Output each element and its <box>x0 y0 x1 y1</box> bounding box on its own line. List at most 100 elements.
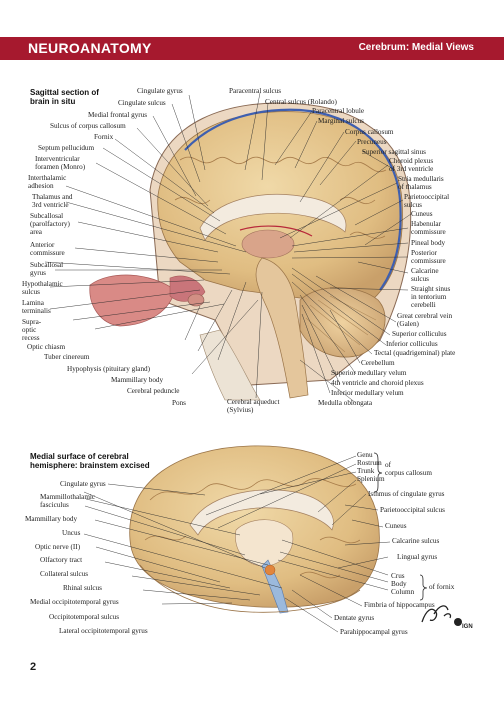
label-inferior-medullary-velum: Inferior medullary velum <box>331 389 404 397</box>
label-medulla-oblongata: Medulla oblongata <box>318 399 373 407</box>
label-thalamus-and: Thalamus and <box>32 193 73 201</box>
label-calcarine-sulcus: sulcus <box>411 275 429 283</box>
label-area: area <box>30 228 42 236</box>
label-precuneus: Precuneus <box>357 138 387 146</box>
label-optic-chiasm: Optic chiasm <box>27 343 66 351</box>
netter-signature-logo: IGN <box>421 605 473 630</box>
label-anterior: Anterior <box>30 241 55 249</box>
figure1-leader-lines-right <box>244 92 412 404</box>
label-4th-ventricle: 4th ventricle and choroid plexus <box>331 379 424 387</box>
figure1-title-line1: Sagittal section of <box>30 88 99 97</box>
label-supra: Supra- <box>22 318 42 326</box>
label-parietooccipital: Parietooccipital <box>404 193 450 201</box>
figure2-title: Medial surface of cerebral hemisphere: b… <box>30 452 150 470</box>
label-optic: optic <box>22 326 37 334</box>
figure2-title-line2: hemisphere: brainstem excised <box>30 461 150 470</box>
label-straight-sinus: Straight sinus <box>411 285 451 293</box>
label-medial-occipitotemporal-gyrus: Medial occipitotemporal gyrus <box>30 598 119 606</box>
label-medial-frontal-gyrus: Medial frontal gyrus <box>88 111 148 119</box>
label-cuneus-2: Cuneus <box>385 522 407 530</box>
label-interventricular: Interventricular <box>35 155 80 163</box>
label-central-sulcus: Central sulcus (Rolando) <box>265 98 337 106</box>
label-commissure: commissure <box>30 249 65 257</box>
label-posterior-commissure: commissure <box>411 257 446 265</box>
label-optic-nerve: Optic nerve (II) <box>35 543 81 551</box>
label-trunk: Trunk <box>357 467 375 475</box>
label-olfactory-tract: Olfactory tract <box>40 556 83 564</box>
label-adhesion: adhesion <box>28 182 54 190</box>
label-corpus-callosum: Corpus callosum <box>345 128 394 136</box>
label-marginal-sulcus: Marginal sulcus <box>318 117 364 125</box>
label-tuber-cinereum: Tuber cinereum <box>44 353 90 361</box>
label-foramen-monro: foramen (Monro) <box>35 163 86 171</box>
label-of-thalamus: of thalamus <box>398 183 432 191</box>
label-great-cerebral-vein: Great cerebral vein <box>397 312 453 320</box>
label-in-tentorium: in tentorium <box>411 293 447 301</box>
label-superior-colliculus: Superior colliculus <box>392 330 447 338</box>
label-body: Body <box>391 580 407 588</box>
label-of-fornix: of fornix <box>429 583 455 591</box>
label-fimbria: Fimbria of hippocampus <box>364 601 435 609</box>
label-corpus-callosum-group: corpus callosum <box>385 469 432 477</box>
page-number: 2 <box>30 661 37 673</box>
label-recess: recess <box>22 334 40 342</box>
label-lateral-occipitotemporal-gyrus: Lateral occipitotemporal gyrus <box>59 627 148 635</box>
label-cerebral-peduncle: Cerebral peduncle <box>127 387 180 395</box>
label-of: of <box>385 461 391 469</box>
label-septum-pellucidum: Septum pellucidum <box>38 144 95 152</box>
label-superior-sagittal-sinus: Superior sagittal sinus <box>362 148 426 156</box>
label-mammillary-body-2: Mammillary body <box>25 515 78 523</box>
label-parietooccipital-sulcus-2: Parietooccipital sulcus <box>380 506 445 514</box>
label-occipitotemporal-sulcus: Occipitotemporal sulcus <box>49 613 120 621</box>
label-posterior: Posterior <box>411 249 437 257</box>
header-bar: NEUROANATOMY Cerebrum: Medial Views <box>0 37 504 60</box>
label-calcarine: Calcarine <box>411 267 439 275</box>
label-fornix: Fornix <box>94 133 114 141</box>
label-fasciculus: fasciculus <box>40 501 69 509</box>
label-galen: (Galen) <box>397 320 419 328</box>
label-superior-medullary-velum: Superior medullary velum <box>331 369 407 377</box>
label-parahippocampal-gyrus: Parahippocampal gyrus <box>340 628 408 636</box>
label-cerebellum: Cerebellum <box>361 359 395 367</box>
label-column: Column <box>391 588 415 596</box>
label-tectal-plate: Tectal (quadrigeminal) plate <box>374 349 456 357</box>
label-parolfactory: (parolfactory) <box>30 220 70 228</box>
label-cingulate-gyrus-2: Cingulate gyrus <box>60 480 106 488</box>
fornix-brace <box>419 574 428 601</box>
label-lamina: Lamina <box>22 299 44 307</box>
label-splenium: Splenium <box>357 475 385 483</box>
label-rhinal-sulcus: Rhinal sulcus <box>63 584 102 592</box>
chapter-title: NEUROANATOMY <box>28 40 152 56</box>
corpus-callosum-brace <box>373 452 383 493</box>
label-collateral-sulcus: Collateral sulcus <box>40 570 89 578</box>
label-cuneus: Cuneus <box>411 210 433 218</box>
label-stria-medullaris: Stria medullaris <box>398 175 444 183</box>
label-inferior-colliculus: Inferior colliculus <box>386 340 438 348</box>
figure2-leader-lines <box>83 455 391 633</box>
label-sylvius: (Sylvius) <box>227 406 254 414</box>
label-hypothalamic: Hypothalamic <box>22 280 63 288</box>
label-3rd-ventricle: 3rd ventricle <box>32 201 69 209</box>
label-lingual-gyrus: Lingual gyrus <box>397 553 438 561</box>
label-habenular: Habenular <box>411 220 441 228</box>
label-pineal-body: Pineal body <box>411 239 446 247</box>
label-terminalis: terminalis <box>22 307 51 315</box>
label-sulcus: sulcus <box>22 288 40 296</box>
label-hypophysis: Hypophysis (pituitary gland) <box>67 365 151 373</box>
label-gyrus: gyrus <box>30 269 46 277</box>
label-cerebral-aqueduct: Cerebral aqueduct <box>227 398 280 406</box>
label-mammillary-body: Mammillary body <box>111 376 164 384</box>
label-cerebelli: cerebelli <box>411 301 436 309</box>
label-pons: Pons <box>172 399 186 407</box>
medial-surface-illustration <box>129 445 380 614</box>
label-crus: Crus <box>391 572 405 580</box>
label-cingulate-sulcus: Cingulate sulcus <box>118 99 166 107</box>
label-dentate-gyrus: Dentate gyrus <box>334 614 375 622</box>
label-cingulate-gyrus: Cingulate gyrus <box>137 87 183 95</box>
label-subcallosal-2: Subcallosal <box>30 261 64 269</box>
label-genu: Genu <box>357 451 373 459</box>
figure1-title-line2: brain in situ <box>30 97 76 106</box>
label-subcallosal: Subcallosal <box>30 212 64 220</box>
label-isthmus: Isthmus of cingulate gyrus <box>368 490 445 498</box>
logo-text: IGN <box>462 624 473 630</box>
